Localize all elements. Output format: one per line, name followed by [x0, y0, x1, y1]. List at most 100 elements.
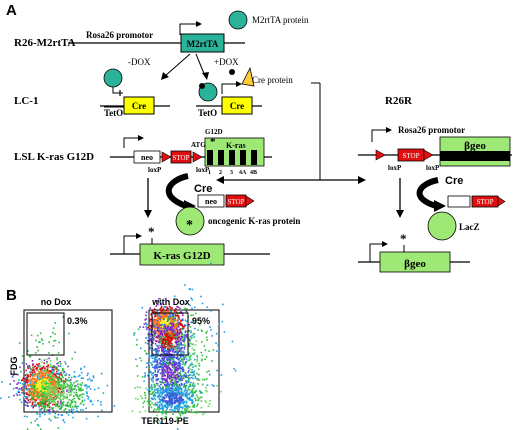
density-dot	[194, 327, 196, 330]
density-dot	[157, 401, 159, 404]
density-dot	[163, 320, 165, 323]
density-dot	[211, 384, 214, 386]
density-dot	[178, 408, 181, 411]
density-dot	[165, 353, 167, 355]
density-dot	[164, 364, 166, 367]
density-dot	[54, 391, 56, 394]
density-dot	[174, 405, 177, 408]
density-dot	[44, 374, 46, 376]
density-dot	[167, 372, 170, 374]
density-dot	[90, 400, 93, 403]
density-dot	[48, 379, 50, 381]
density-dot	[176, 362, 179, 365]
density-dot	[178, 405, 181, 407]
density-dot	[162, 341, 165, 343]
density-dot	[177, 323, 180, 325]
density-dot	[192, 366, 194, 369]
density-dot	[45, 381, 47, 383]
density-dot	[180, 339, 182, 341]
density-dot	[55, 387, 57, 389]
density-dot	[46, 368, 49, 370]
plus-dox-label: +DOX	[214, 57, 239, 67]
density-dot	[54, 395, 57, 398]
loxp-label-r26r-2: loxP	[426, 164, 440, 172]
density-dot	[165, 321, 167, 323]
density-dot	[163, 328, 165, 330]
density-dot	[181, 326, 184, 328]
density-dot	[161, 349, 163, 351]
density-dot	[180, 396, 183, 399]
density-dot	[59, 408, 62, 410]
density-dot	[177, 338, 180, 340]
density-dot	[176, 341, 178, 344]
density-dot	[186, 330, 188, 333]
density-dot	[39, 367, 41, 370]
density-dot	[182, 412, 185, 415]
density-dot	[31, 360, 34, 362]
density-dot	[182, 374, 185, 377]
density-dot	[178, 361, 180, 364]
density-dot	[143, 400, 146, 403]
density-dot	[153, 383, 156, 386]
density-dot	[54, 383, 56, 385]
density-dot	[55, 396, 58, 399]
density-dot	[162, 408, 164, 411]
density-dot	[30, 393, 33, 395]
density-dot	[55, 375, 58, 378]
density-dot	[50, 396, 52, 398]
density-dot	[162, 316, 164, 318]
density-dot	[175, 378, 177, 380]
density-dot	[176, 366, 178, 369]
density-dot	[46, 365, 48, 368]
density-dot	[145, 314, 147, 317]
density-dot	[40, 407, 43, 410]
density-dot	[161, 310, 164, 312]
density-dot	[157, 316, 159, 318]
density-dot	[198, 390, 201, 392]
density-dot	[177, 405, 180, 408]
density-dot	[181, 327, 184, 330]
density-dot	[49, 375, 52, 378]
density-dot	[155, 319, 157, 322]
density-dot	[81, 399, 84, 402]
density-dot	[200, 406, 203, 409]
density-dot	[86, 385, 89, 388]
density-dot	[139, 357, 141, 359]
density-dot	[67, 384, 69, 387]
density-dot	[161, 331, 164, 334]
density-dot	[161, 413, 164, 415]
panel-a-letter: A	[6, 2, 17, 19]
density-dot	[191, 399, 194, 401]
density-dot	[171, 350, 174, 353]
density-dot	[75, 410, 78, 412]
density-dot	[200, 351, 202, 354]
density-dot	[157, 314, 159, 317]
density-dot	[26, 378, 29, 380]
density-dot	[182, 339, 184, 341]
density-dot	[139, 326, 141, 328]
density-dot	[54, 322, 57, 324]
density-dot	[186, 407, 189, 410]
density-dot	[171, 393, 174, 396]
density-dot	[37, 364, 39, 366]
density-dot	[166, 381, 168, 383]
density-dot	[154, 325, 157, 327]
density-dot	[193, 358, 196, 361]
density-dot	[167, 388, 170, 391]
density-dot	[176, 407, 178, 409]
density-dot	[39, 365, 41, 368]
density-dot	[63, 386, 65, 388]
density-dot	[159, 395, 161, 398]
density-dot	[70, 408, 73, 411]
density-dot	[44, 372, 46, 375]
density-dot	[44, 383, 47, 385]
density-dot	[171, 338, 174, 341]
density-dot	[67, 401, 70, 404]
density-dot	[154, 358, 156, 361]
density-dot	[17, 373, 19, 376]
density-dot	[50, 374, 53, 377]
density-dot	[9, 383, 11, 385]
density-dot	[179, 360, 182, 362]
density-dot	[179, 322, 182, 324]
density-dot	[85, 384, 87, 386]
